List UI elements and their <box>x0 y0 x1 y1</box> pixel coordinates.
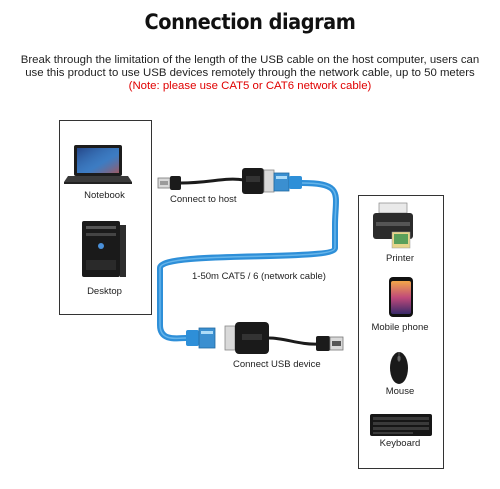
desktop-label: Desktop <box>87 286 122 297</box>
usb-female-socket <box>316 336 344 351</box>
usb-male-plug <box>157 176 181 190</box>
keyboard-icon <box>370 414 432 436</box>
device-rj45-plug <box>186 327 216 349</box>
host-rj45-plug <box>273 172 302 192</box>
device-extender <box>224 322 269 354</box>
host-extender <box>242 168 275 194</box>
cable-label: 1-50m CAT5 / 6 (network cable) <box>192 271 326 282</box>
connect-host-label: Connect to host <box>170 194 237 205</box>
printer-label: Printer <box>386 253 414 264</box>
device-usb-cable <box>268 336 319 346</box>
notebook-icon <box>64 145 132 184</box>
notebook-label: Notebook <box>84 190 125 201</box>
cable-note: (Note: please use CAT5 or CAT6 network c… <box>128 80 372 92</box>
mobile-phone-icon <box>389 277 413 317</box>
keyboard-label: Keyboard <box>379 438 421 449</box>
description-text: Break through the limitation of the leng… <box>20 54 480 79</box>
network-cable <box>157 180 339 342</box>
connect-usb-label: Connect USB device <box>233 359 321 370</box>
printer-icon <box>373 202 413 249</box>
page-title: Connection diagram <box>144 10 356 34</box>
mouse-icon <box>390 352 408 384</box>
desktop-icon <box>82 221 126 277</box>
mouse-label: Mouse <box>385 386 415 397</box>
mobile-phone-label: Mobile phone <box>371 322 429 333</box>
host-usb-cable <box>180 177 245 185</box>
